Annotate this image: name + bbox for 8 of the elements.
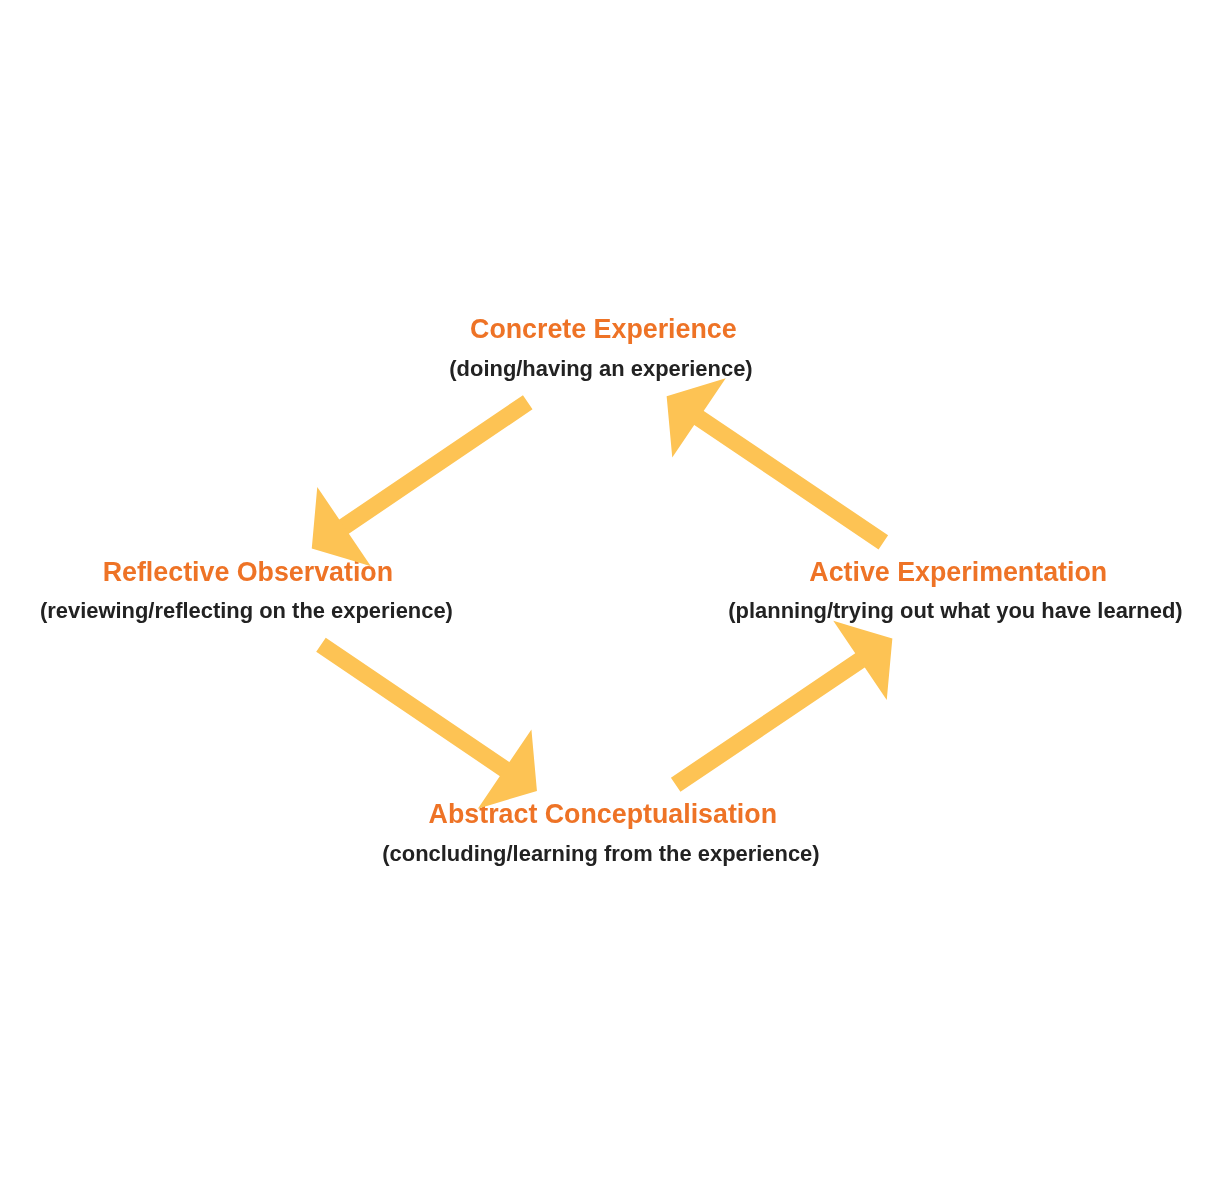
arrow <box>316 637 537 809</box>
node-text: Abstract Conceptualisation (concluding/learning from the experience) <box>382 799 820 866</box>
arrow <box>311 395 533 567</box>
node-text: Active Experimentation (planning/trying out what you have learned) <box>728 556 1183 624</box>
arrow <box>666 378 889 550</box>
node-text: Concrete Experience (doing/having an experience) <box>449 314 753 381</box>
node-text: Reflective Observation (reviewing/reflecting on the experience) <box>39 556 453 624</box>
arrow <box>670 620 893 792</box>
